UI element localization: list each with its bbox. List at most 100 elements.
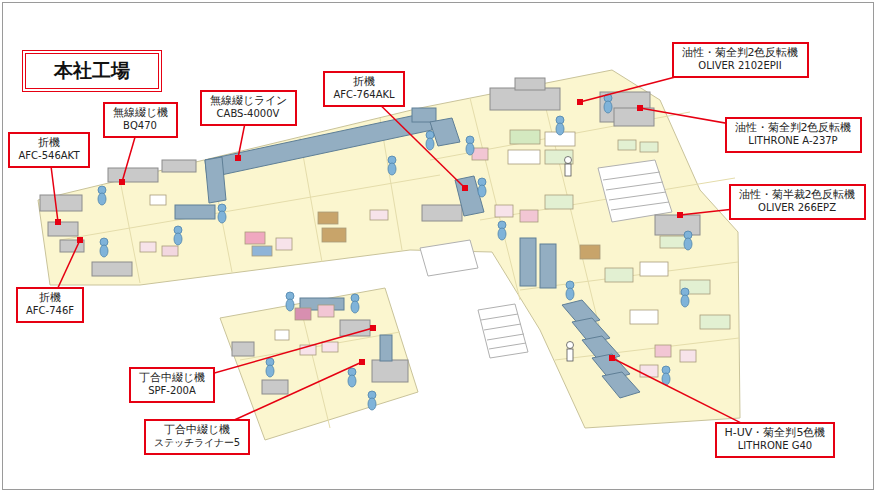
paper-pallets-part: [295, 308, 311, 320]
paper-pallets-part: [472, 148, 488, 160]
blue-machines-part: [540, 244, 556, 288]
paper-pallets-part: [370, 210, 388, 220]
stairs-part: [598, 160, 672, 222]
grey-machines-part: [422, 205, 462, 221]
leader-dots-part: [370, 325, 376, 331]
managers-part: [567, 342, 574, 349]
stairs-part: [611, 202, 669, 210]
paper-pallets-part: [252, 246, 272, 256]
blue-machines-part: [175, 205, 215, 219]
paper-pallets-part: [162, 246, 178, 256]
blue-machines: [175, 108, 640, 398]
workers-part: [681, 295, 689, 307]
grey-machines-part: [372, 360, 408, 382]
paper-pallets-part: [520, 210, 538, 222]
managers-part: [565, 164, 571, 176]
stairs: [420, 160, 672, 358]
machine-model: ステッチライナー5: [154, 437, 240, 450]
stairs-part: [606, 182, 663, 190]
workers-part: [388, 163, 396, 175]
workers-part: [174, 233, 182, 245]
floor-grid-part: [240, 332, 400, 360]
paper-pallets-part: [495, 205, 513, 217]
grey-machines-part: [48, 222, 78, 236]
workers-part: [566, 288, 574, 300]
machine-type: 無線綴じ機: [113, 106, 168, 120]
machine-type: 油性・菊半裁2色反転機: [739, 188, 856, 202]
floor-part: [38, 70, 740, 428]
paper-pallets-part: [510, 130, 540, 144]
workers-part: [348, 375, 356, 387]
paper-pallets-part: [140, 242, 156, 252]
workers-part: [478, 185, 486, 197]
blue-machines-part: [602, 372, 640, 398]
page-title: 本社工場: [22, 50, 162, 92]
grey-machines-part: [108, 168, 158, 182]
stairs-part: [481, 314, 518, 320]
paper-pallets-part: [655, 345, 671, 357]
leader-dots-part: [119, 179, 125, 185]
machine-model: CABS-4000V: [210, 108, 287, 121]
leader-dots-part: [609, 355, 615, 361]
workers-part: [351, 301, 359, 313]
machine-model: AFC-764AKL: [333, 89, 394, 102]
machine-type: 折機: [18, 136, 79, 150]
callout-box: 丁合中綴じ機ステッチライナー5: [144, 419, 250, 454]
paper-pallets-part: [580, 245, 600, 259]
machine-model: OLIVER 266EPZ: [739, 202, 856, 215]
machine-type: 油性・菊全判2色反転機: [682, 46, 799, 60]
workers-part: [426, 138, 434, 150]
callout-box: 油性・菊全判2色反転機OLIVER 2102EPII: [672, 42, 809, 77]
paper-pallets-part: [150, 195, 166, 205]
paper-pallets-part: [545, 150, 573, 164]
stairs-part: [603, 172, 660, 180]
stairs-part: [609, 192, 666, 200]
paper-pallets-part: [680, 350, 696, 362]
leader-dots-part: [359, 359, 365, 365]
workers-part: [684, 238, 692, 250]
workers-part: [604, 101, 612, 113]
machine-type: 丁合中綴じ機: [154, 423, 240, 437]
workers-part: [218, 211, 226, 223]
machine-type: 折機: [26, 291, 74, 305]
grey-machines-part: [40, 195, 82, 211]
paper-pallets-part: [322, 342, 338, 352]
grey-machines-part: [262, 380, 288, 394]
callout-box: 丁合中綴じ機SPF-200A: [129, 367, 215, 402]
frame: [3, 3, 874, 490]
leader-dots-part: [55, 219, 61, 225]
managers-part: [567, 349, 573, 361]
paper-pallets-part: [640, 262, 668, 276]
machine-model: SPF-200A: [139, 385, 205, 398]
grey-machines-part: [162, 160, 196, 172]
floor: [38, 70, 740, 440]
floor-grid-part: [540, 84, 600, 330]
leader-dots: [55, 99, 683, 365]
paper-pallets-part: [508, 150, 540, 164]
leader-lines: [49, 60, 797, 440]
callout-box: H-UV・菊全判5色機LITHRONE G40: [715, 422, 836, 457]
paper-pallets: [140, 130, 730, 377]
paper-pallets-part: [640, 142, 658, 152]
machine-type: 無線綴じライン: [210, 94, 287, 108]
workers-part: [100, 245, 108, 257]
blue-machines-part: [412, 108, 436, 122]
machine-type: 丁合中綴じ機: [139, 371, 205, 385]
paper-pallets-part: [245, 232, 265, 244]
machine-model: BQ470: [113, 120, 168, 133]
blue-machines-part: [205, 157, 226, 203]
workers-part: [466, 143, 474, 155]
paper-pallets-part: [322, 228, 346, 242]
callout-box: 無線綴じラインCABS-4000V: [200, 90, 297, 125]
blue-machines-part: [430, 118, 460, 146]
managers: [565, 157, 574, 362]
paper-pallets-part: [318, 212, 338, 224]
floor-grid-part: [60, 175, 440, 240]
stairs-part: [489, 343, 526, 349]
floor-part: [220, 288, 418, 440]
leader-dots-part: [577, 99, 583, 105]
workers-part: [286, 299, 294, 311]
callout-box: 折機AFC-546AKT: [8, 132, 89, 167]
leader-dots-part: [677, 212, 683, 218]
managers-part: [565, 157, 572, 164]
